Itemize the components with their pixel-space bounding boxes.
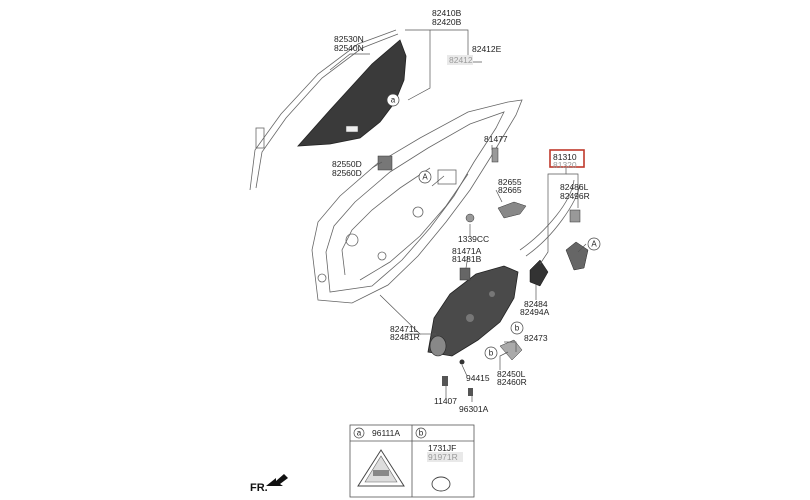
label-82410b: 82410B — [432, 8, 462, 18]
small-parts — [377, 147, 589, 396]
label-96301a: 96301A — [459, 404, 489, 414]
label-82471l: 82471L — [390, 324, 419, 334]
label-82494a: 82494A — [520, 307, 550, 317]
label-82481r: 82481R — [390, 332, 420, 342]
label-1339cc: 1339CC — [458, 234, 489, 244]
fr-label: FR. — [250, 482, 268, 494]
label-82550d: 82550D — [332, 159, 362, 169]
label-81477: 81477 — [484, 134, 508, 144]
label-81320: 81320 — [553, 160, 577, 170]
label-82540n: 82540N — [334, 43, 364, 53]
callout-A-text-2: A — [591, 240, 597, 249]
label-81481b: 81481B — [452, 254, 482, 264]
callout-b-text-1: b — [515, 324, 520, 333]
label-94415: 94415 — [466, 373, 490, 383]
callout-A-circle-1 — [418, 170, 432, 184]
legend-b-letter: b — [419, 429, 424, 438]
legend-a-code: 96111A — [372, 428, 400, 438]
part-labels: 82410B 82420B 82412E 82412 82530N 82540N… — [332, 8, 590, 414]
label-82412: 82412 — [449, 55, 473, 65]
label-82484: 82484 — [524, 299, 548, 309]
label-82530n: 82530N — [334, 34, 364, 44]
front-arrow-icon — [266, 474, 288, 486]
glass-run-channel — [249, 29, 399, 191]
legend-b-code-1: 1731JF — [428, 443, 456, 453]
legend-a-letter: a — [357, 429, 362, 438]
window-regulator — [427, 265, 519, 357]
callout-a-circle — [386, 93, 400, 107]
label-82486l: 82486L — [560, 182, 589, 192]
legend-table: a 96111A b 1731JF 91971R — [349, 424, 475, 498]
label-81471a: 81471A — [452, 246, 482, 256]
callout-a-text: a — [391, 96, 396, 105]
label-81310: 81310 — [553, 152, 577, 162]
label-82665: 82665 — [498, 185, 522, 195]
plug-cap-icon — [431, 476, 451, 492]
window-glass — [297, 39, 407, 147]
label-82450l: 82450L — [497, 369, 526, 379]
leader-lines — [329, 29, 587, 402]
highlight-box — [549, 149, 585, 168]
legend-b-code-2: 91971R — [428, 452, 458, 462]
callout-A-circle-2 — [587, 237, 601, 251]
label-82655: 82655 — [498, 177, 522, 187]
callout-b-circle-2 — [484, 346, 498, 360]
label-82420b: 82420B — [432, 17, 462, 27]
label-11407: 11407 — [434, 396, 457, 406]
label-82412e: 82412E — [472, 44, 502, 54]
callout-A-text-1: A — [422, 173, 428, 182]
label-82460r: 82460R — [497, 377, 527, 387]
callout-b-text-2: b — [489, 349, 494, 358]
label-82560d: 82560D — [332, 168, 362, 178]
callouts: a A A b b — [386, 93, 601, 360]
label-82473: 82473 — [524, 333, 548, 343]
label-82496r: 82496R — [560, 191, 590, 201]
door-frame — [311, 99, 523, 304]
front-direction-indicator: FR. — [250, 474, 288, 494]
callout-b-circle-1 — [510, 321, 524, 335]
